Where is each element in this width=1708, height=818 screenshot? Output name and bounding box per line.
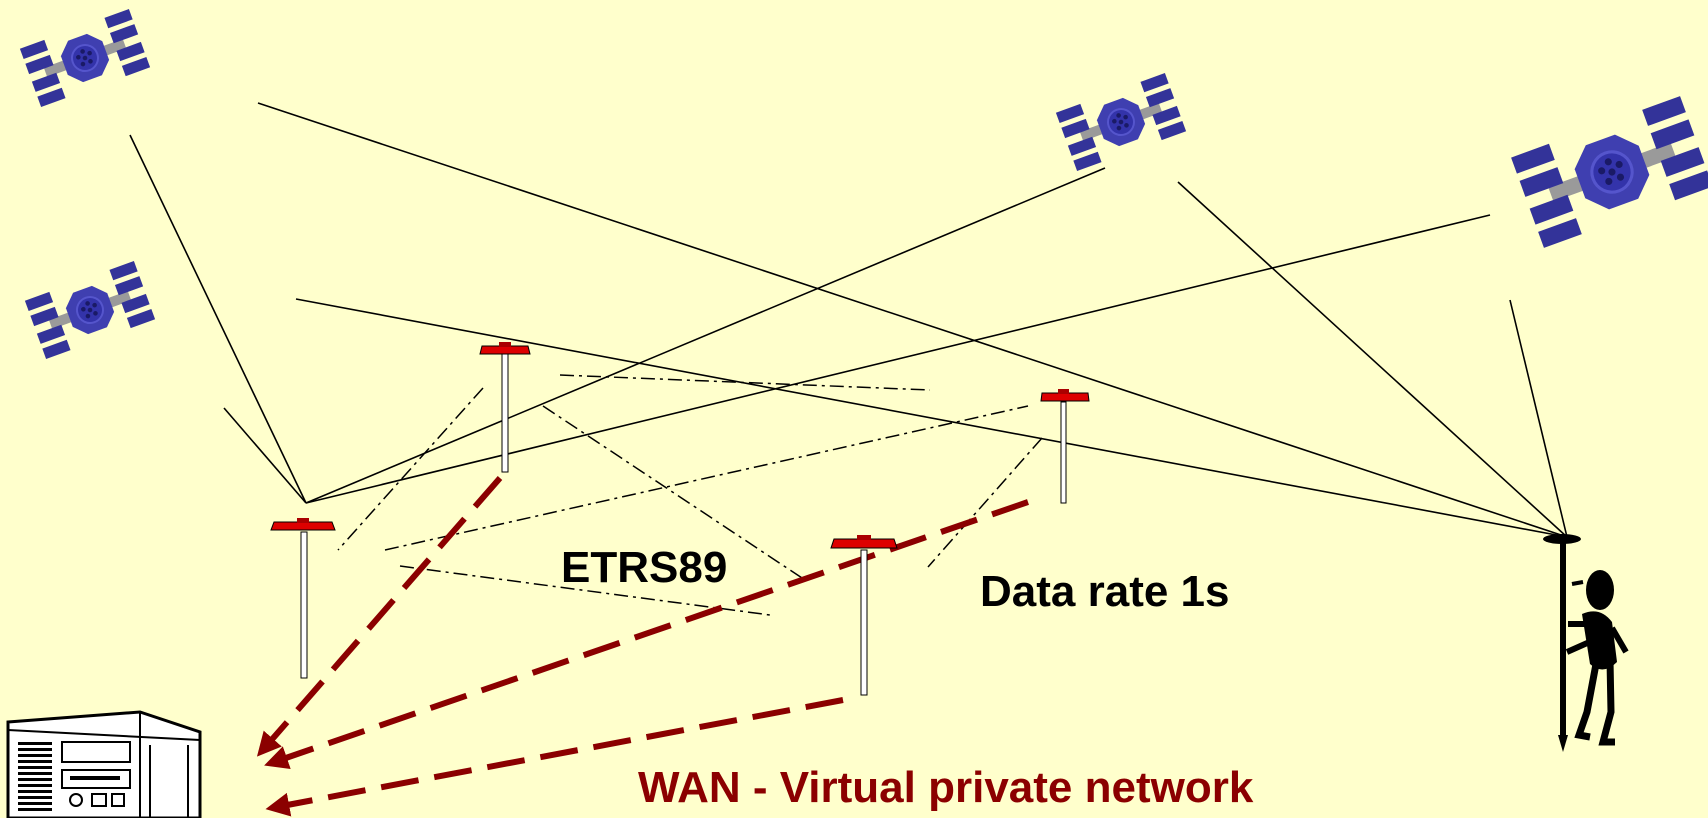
- signal-line: [223, 407, 307, 504]
- computer-server-icon: [6, 710, 202, 818]
- surveyor-rover-icon: [1543, 534, 1629, 752]
- satellite-icon: [23, 260, 157, 360]
- baseline-line: [399, 565, 771, 616]
- signal-line: [305, 214, 1491, 504]
- reference-stations: [270, 342, 1090, 696]
- signal-line: [305, 167, 1106, 504]
- satellite-icon: [1054, 72, 1188, 172]
- reference-station-icon: [1040, 389, 1090, 504]
- satellite-icon: [18, 8, 152, 108]
- baseline-lines: [337, 374, 1043, 616]
- reference-station-icon: [479, 342, 531, 473]
- network-label: WAN - Virtual private network: [638, 763, 1254, 812]
- datum-label: ETRS89: [561, 543, 727, 592]
- wan-link: [265, 697, 844, 817]
- signal-line: [1509, 299, 1568, 538]
- signal-lines: [129, 102, 1568, 538]
- wan-link: [264, 499, 1029, 769]
- data-rate-label: Data rate 1s: [980, 567, 1229, 616]
- baseline-line: [927, 437, 1043, 568]
- baseline-line: [337, 387, 484, 551]
- signal-line: [1177, 181, 1568, 538]
- satellites: [18, 8, 1708, 360]
- baseline-line: [542, 405, 806, 581]
- signal-line: [257, 102, 1568, 538]
- signal-line: [129, 134, 307, 504]
- wan-link: [256, 476, 503, 757]
- baseline-line: [559, 374, 931, 391]
- signal-line: [295, 298, 1568, 538]
- reference-station-icon: [830, 535, 898, 696]
- satellite-icon: [1509, 94, 1708, 250]
- reference-station-icon: [270, 518, 336, 679]
- wan-links: [256, 476, 1029, 817]
- baseline-line: [384, 405, 1029, 551]
